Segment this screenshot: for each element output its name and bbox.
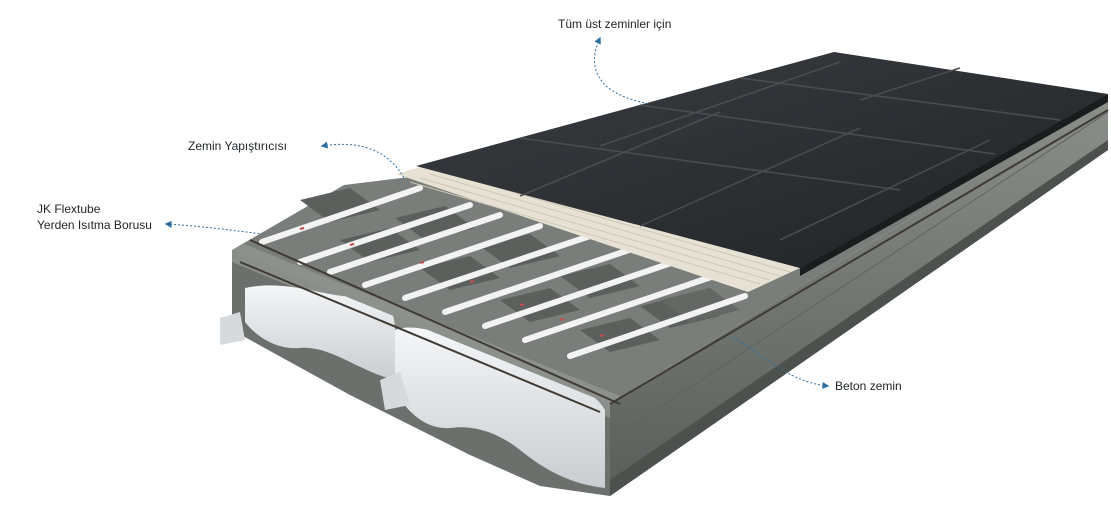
tile-adhesive [396,166,800,292]
label-heating-pipe: JK Flextube Yerden Isıtma Borusu [37,201,152,233]
label-top-floor: Tüm üst zeminler için [558,17,672,31]
leader-top-floor [594,36,651,105]
label-concrete-floor: Beton zemin [835,379,902,393]
concrete-side-right [609,96,1109,496]
heating-pipes [259,185,748,359]
label-heating-pipe-line2: Yerden Isıtma Borusu [37,218,152,232]
leader-lines [164,36,830,389]
leader-adhesive [320,141,405,179]
label-adhesive: Zemin Yapıştırıcısı [188,139,287,153]
top-floor-tiles [416,52,1108,276]
leader-pipe [164,220,263,235]
label-heating-pipe-line1: JK Flextube [37,202,101,216]
rebar [239,109,1109,413]
